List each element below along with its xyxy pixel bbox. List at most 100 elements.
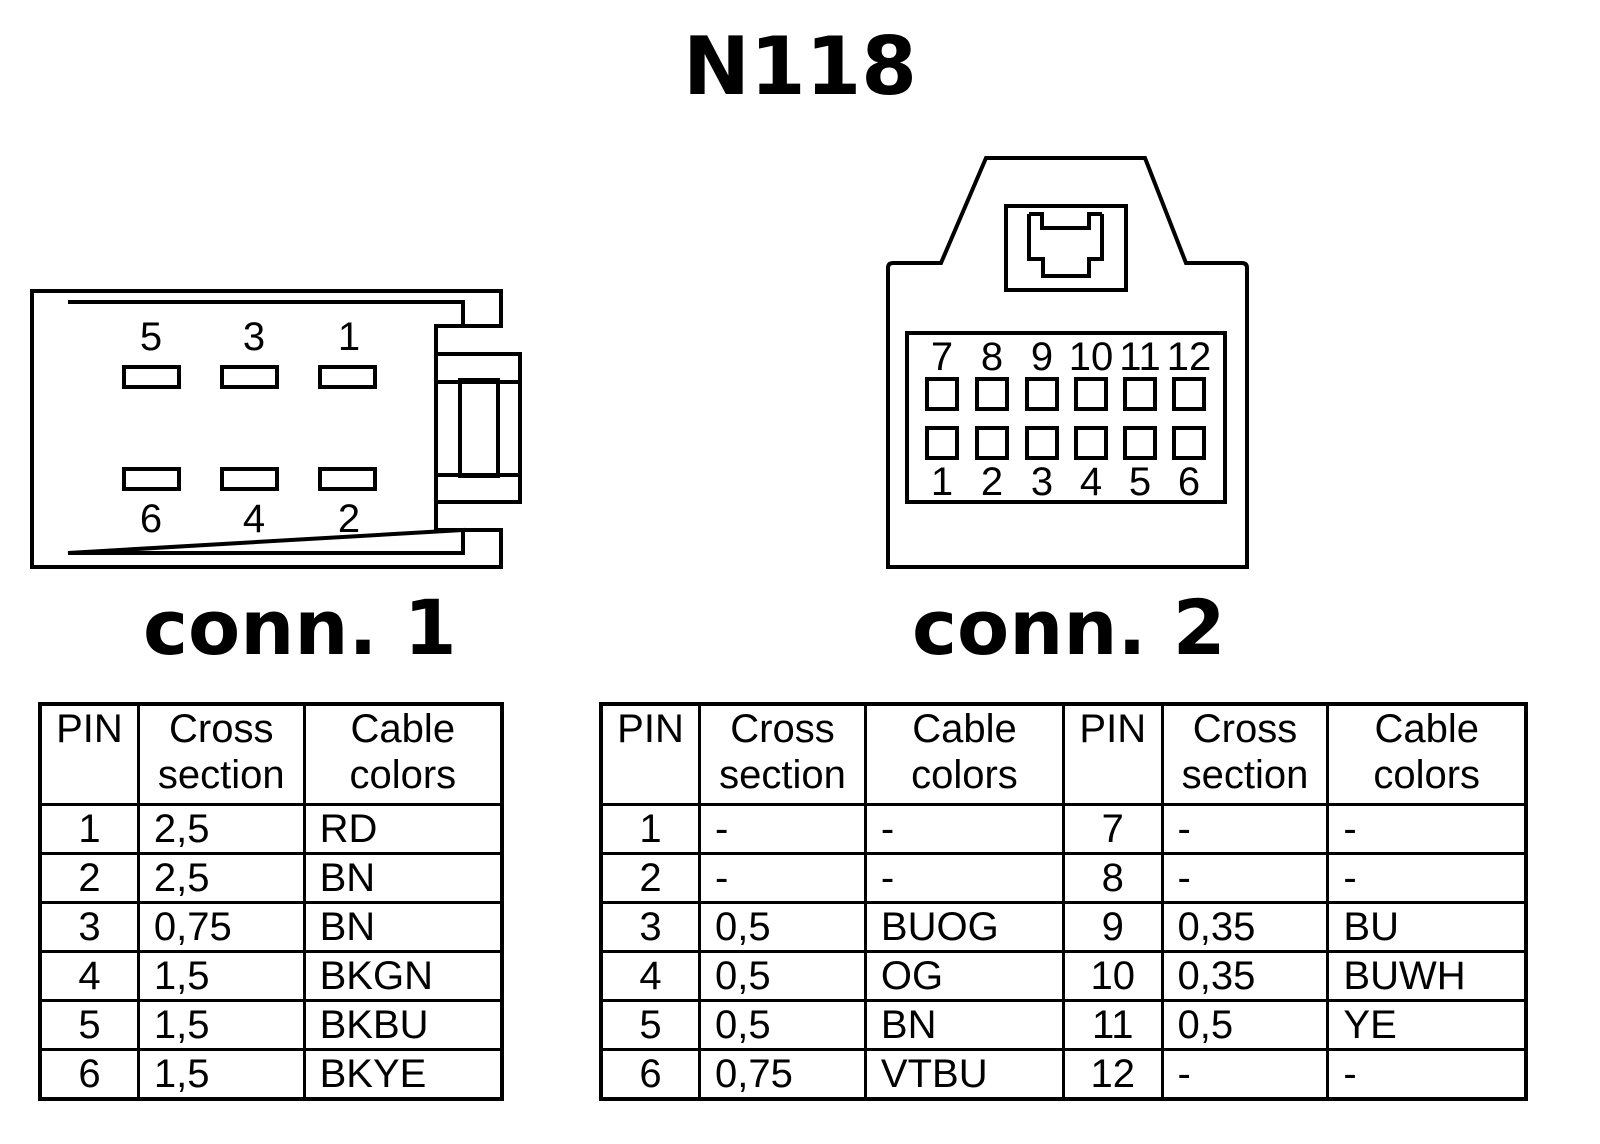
conn2-slot-12 — [1172, 377, 1206, 411]
conn2-pin-label: 5 — [1129, 460, 1151, 504]
cross-section-cell: 0,5 — [1160, 998, 1330, 1051]
pin-cell: 9 — [1061, 900, 1164, 953]
conn2-slot-6 — [1172, 426, 1206, 460]
cross-section-cell: - — [1160, 802, 1330, 855]
cable-color-cell: BKYE — [302, 1047, 504, 1100]
conn1-slot-3 — [220, 365, 279, 389]
conn2-slot-7 — [925, 377, 959, 411]
conn2-pin-label: 7 — [931, 335, 953, 379]
pin-cell: 8 — [1061, 851, 1164, 904]
conn2-slot-5 — [1123, 426, 1157, 460]
conn2-slot-9 — [1025, 377, 1059, 411]
conn1-slot-2 — [318, 467, 377, 491]
pin-cell: 5 — [38, 998, 140, 1051]
cable-color-cell: BKBU — [302, 998, 504, 1051]
cross-section-cell: 0,35 — [1160, 949, 1330, 1002]
conn2-pin-label: 1 — [931, 460, 953, 504]
table-row: 3 0,5 BUOG 9 0,35 BU — [599, 900, 1528, 953]
connector-2-pin-slots — [925, 377, 1206, 460]
pin-cell: 11 — [1061, 998, 1164, 1051]
pin-cell: 1 — [599, 802, 702, 855]
cross-section-cell: 0,5 — [698, 998, 867, 1051]
conn2-pin-label: 2 — [981, 460, 1003, 504]
pin-cell: 7 — [1061, 802, 1164, 855]
connector-1-label: conn. 1 — [143, 583, 457, 672]
cross-section-cell: - — [698, 802, 867, 855]
diagram-title: N118 — [683, 20, 917, 113]
table-row: 3 0,75 BN — [38, 900, 504, 953]
cross-section-cell: 0,35 — [1160, 900, 1330, 953]
cable-color-cell: BUOG — [863, 900, 1065, 953]
pin-cell: 3 — [38, 900, 140, 953]
connector-2-label: conn. 2 — [912, 583, 1226, 672]
pin-cell: 10 — [1061, 949, 1164, 1002]
cable-color-cell: OG — [863, 949, 1065, 1002]
cable-color-cell: - — [1326, 851, 1528, 904]
cable-color-cell: VTBU — [863, 1047, 1065, 1100]
table-row: 2 2,5 BN — [38, 851, 504, 904]
conn1-slot-6 — [122, 467, 181, 491]
conn2-slot-2 — [975, 426, 1009, 460]
cable-color-cell: - — [1326, 1047, 1528, 1100]
connector-2-outline — [886, 156, 1249, 569]
pin-cell: 2 — [38, 851, 140, 904]
cross-section-cell: - — [1160, 1047, 1330, 1100]
conn1-pin-label: 3 — [243, 315, 265, 359]
table-row: 4 1,5 BKGN — [38, 949, 504, 1002]
pin-cell: 4 — [599, 949, 702, 1002]
pin-cell: 6 — [599, 1047, 702, 1100]
conn1-pin-label: 6 — [140, 497, 162, 541]
cross-section-cell: 0,75 — [136, 900, 306, 953]
conn2-slot-1 — [925, 426, 959, 460]
conn2-pin-label: 11 — [1119, 335, 1161, 379]
conn1-pin-label: 4 — [243, 497, 265, 541]
pin-cell: 6 — [38, 1047, 140, 1100]
cross-section-cell: 2,5 — [136, 851, 306, 904]
cross-section-cell: 2,5 — [136, 802, 306, 855]
connector-1-outline — [30, 289, 522, 569]
cable-color-cell: BN — [302, 851, 504, 904]
conn1-pin-label: 1 — [338, 315, 360, 359]
cable-color-cell: BU — [1326, 900, 1528, 953]
conn1-pin-label: 5 — [140, 315, 162, 359]
pin-header: PIN — [38, 702, 140, 806]
cable-color-cell: - — [863, 851, 1065, 904]
conn2-slot-4 — [1074, 426, 1108, 460]
cross-section-cell: - — [698, 851, 867, 904]
table-row: 1 - - 7 - - — [599, 802, 1528, 855]
cable-color-cell: BN — [302, 900, 504, 953]
cable-color-cell: - — [1326, 802, 1528, 855]
table-row: 1 2,5 RD — [38, 802, 504, 855]
conn2-slot-3 — [1025, 426, 1059, 460]
pin-cell: 1 — [38, 802, 140, 855]
conn2-pin-label: 3 — [1031, 460, 1053, 504]
pin-cell: 5 — [599, 998, 702, 1051]
conn1-slot-4 — [220, 467, 279, 491]
connector-1-pin-slots — [122, 365, 377, 491]
cross-section-cell: 1,5 — [136, 998, 306, 1051]
table-row: 5 1,5 BKBU — [38, 998, 504, 1051]
cross-section-cell: - — [1160, 851, 1330, 904]
conn2-pin-label: 4 — [1080, 460, 1102, 504]
table-row: 6 1,5 BKYE — [38, 1047, 504, 1100]
cable-color-cell: BN — [863, 998, 1065, 1051]
cross-section-cell: 0,75 — [698, 1047, 867, 1100]
pin-cell: 4 — [38, 949, 140, 1002]
cable-color-cell: RD — [302, 802, 504, 855]
conn2-pin-label: 10 — [1069, 335, 1114, 379]
pin-cell: 2 — [599, 851, 702, 904]
table-row: 2 - - 8 - - — [599, 851, 1528, 904]
conn2-pin-label: 9 — [1031, 335, 1053, 379]
latch-icon — [1027, 212, 1104, 278]
cable-color-cell: BUWH — [1326, 949, 1528, 1002]
pin-header: PIN — [1061, 702, 1164, 806]
conn2-slot-11 — [1123, 377, 1157, 411]
